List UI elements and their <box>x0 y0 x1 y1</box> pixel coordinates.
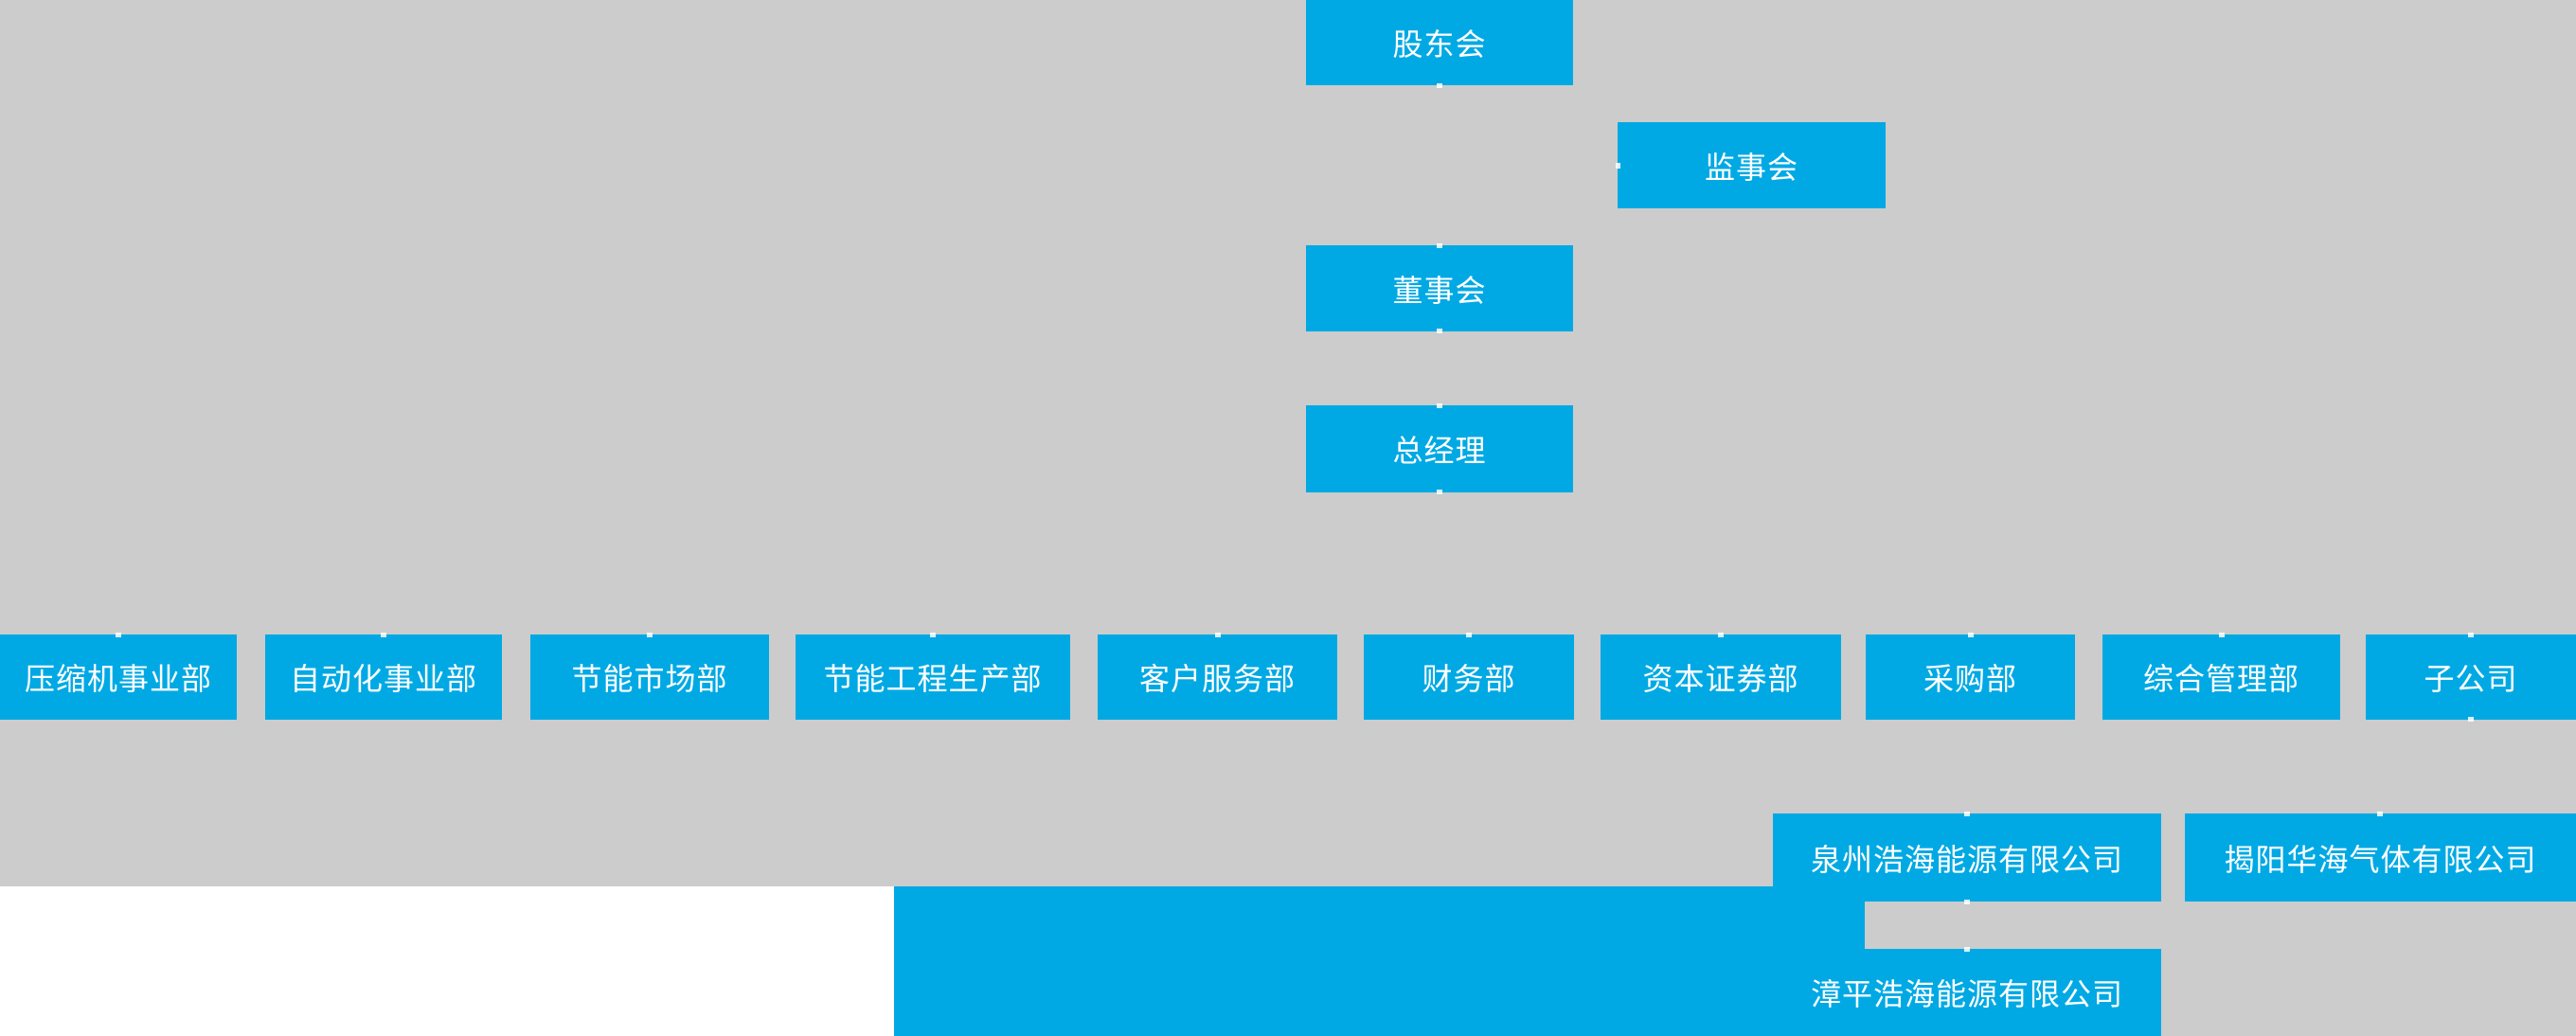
connector-nub <box>1215 633 1221 637</box>
connector-nub <box>2468 717 2474 722</box>
connector-nub <box>1437 243 1442 248</box>
node-subsidiary-jieyang-huahai-gas: 揭阳华海气体有限公司 <box>2185 813 2576 902</box>
connector-nub <box>116 633 121 637</box>
connector-nub <box>1437 403 1442 408</box>
connector-nub <box>1718 633 1724 637</box>
bottom-white-area <box>0 886 894 1036</box>
node-dept-general-admin: 综合管理部 <box>2102 634 2340 720</box>
node-shareholders-meeting: 股东会 <box>1306 0 1573 85</box>
node-dept-subsidiaries: 子公司 <box>2366 634 2576 720</box>
node-dept-capital-securities: 资本证券部 <box>1601 634 1841 720</box>
node-dept-compressor-division: 压缩机事业部 <box>0 634 237 720</box>
node-subsidiary-zhangping-haohai-energy: 漳平浩海能源有限公司 <box>1773 949 2161 1036</box>
node-dept-automation-division: 自动化事业部 <box>265 634 502 720</box>
node-subsidiary-quanzhou-haohai-energy: 泉州浩海能源有限公司 <box>1773 813 2161 902</box>
node-dept-customer-service: 客户服务部 <box>1098 634 1337 720</box>
connector-nub <box>647 633 653 637</box>
big-blue-bar <box>894 886 1865 1036</box>
connector-nub <box>2468 633 2474 637</box>
connector-nub <box>1616 163 1620 169</box>
connector-nub <box>381 633 386 637</box>
connector-nub <box>1964 812 1970 816</box>
node-supervisory-board: 监事会 <box>1618 122 1886 208</box>
connector-nub <box>1466 633 1472 637</box>
node-general-manager: 总经理 <box>1306 405 1573 492</box>
connector-nub <box>1437 329 1442 333</box>
connector-nub <box>1437 83 1442 88</box>
connector-nub <box>1964 947 1970 952</box>
connector-nub <box>2219 633 2225 637</box>
node-board-of-directors: 董事会 <box>1306 245 1573 331</box>
connector-nub <box>2377 812 2383 816</box>
node-dept-finance: 财务部 <box>1364 634 1574 720</box>
connector-nub <box>1964 900 1970 904</box>
node-dept-procurement: 采购部 <box>1866 634 2075 720</box>
connector-nub <box>930 633 936 637</box>
connector-nub <box>1968 633 1974 637</box>
node-dept-energy-saving-market: 节能市场部 <box>530 634 769 720</box>
node-dept-energy-saving-engineering-production: 节能工程生产部 <box>796 634 1070 720</box>
connector-nub <box>1437 490 1442 494</box>
